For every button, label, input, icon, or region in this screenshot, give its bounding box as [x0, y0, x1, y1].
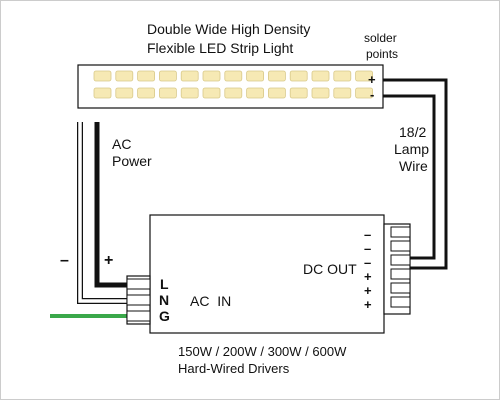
led-chip	[202, 70, 221, 82]
dc-out-label: DC OUT	[303, 261, 357, 277]
solder-label-line1: solder	[364, 31, 397, 45]
led-chip	[115, 87, 134, 99]
led-chip	[224, 87, 243, 99]
solder-label-line2: points	[366, 47, 399, 61]
dc-terminal-sign-5: +	[364, 283, 372, 298]
led-chip	[289, 70, 308, 82]
dc-terminal-slot	[390, 254, 411, 266]
led-chip	[158, 87, 177, 99]
lamp-wire-negative	[383, 94, 436, 260]
driver-label-line1: 150W / 200W / 300W / 600W	[178, 344, 347, 359]
led-chip	[333, 70, 352, 82]
led-chip	[289, 87, 308, 99]
dc-terminal-slot	[390, 226, 411, 238]
ac-power-label-line2: Power	[112, 153, 152, 169]
led-rows	[93, 70, 374, 99]
led-chip	[93, 87, 112, 99]
ac-power-white-wire-fill	[78, 122, 127, 303]
led-chip	[267, 70, 286, 82]
dc-terminal-slot	[390, 282, 411, 294]
strip-minus-sign: -	[370, 87, 375, 102]
led-chip	[311, 87, 330, 99]
strip-plus-sign: +	[368, 72, 376, 87]
led-chip	[93, 70, 112, 82]
ac-power-label-line1: AC	[112, 136, 132, 152]
terminal-label-N: N	[159, 292, 170, 308]
led-chip	[267, 87, 286, 99]
lamp-wire-label-line1: 18/2	[399, 124, 427, 140]
led-chip	[180, 87, 199, 99]
dc-terminal-slot	[390, 240, 411, 252]
lamp-wire-label-line3: Wire	[399, 158, 428, 174]
dc-terminal-sign-2: –	[364, 241, 372, 256]
lamp-wire-label-line2: Lamp	[394, 141, 430, 157]
lamp-wire-positive	[383, 78, 448, 270]
led-chip	[137, 87, 156, 99]
dc-terminal-sign-4: +	[364, 269, 372, 284]
led-chip	[115, 70, 134, 82]
led-chip	[246, 87, 265, 99]
terminal-label-G: G	[159, 308, 170, 324]
dc-terminal-sign-1: –	[364, 227, 372, 242]
ac-terminal-G	[126, 310, 151, 322]
strip-title-line1: Double Wide High Density	[147, 21, 311, 37]
led-chip	[180, 70, 199, 82]
dc-terminal-sign-6: +	[364, 297, 372, 312]
dc-terminal-slot	[390, 296, 411, 308]
terminal-label-L: L	[160, 276, 169, 292]
driver-label-line2: Hard-Wired Drivers	[178, 361, 290, 376]
driver-box	[149, 214, 385, 334]
led-chip	[355, 87, 374, 99]
led-chip	[355, 70, 374, 82]
ac-power-black-wire	[94, 122, 127, 288]
hot-plus-sign: +	[104, 252, 114, 269]
led-chip	[333, 87, 352, 99]
strip-title-line2: Flexible LED Strip Light	[147, 40, 294, 56]
led-chip	[137, 70, 156, 82]
led-chip	[202, 87, 221, 99]
dc-terminal-sign-3: –	[364, 255, 372, 270]
led-chip	[158, 70, 177, 82]
ac-terminal-N	[126, 294, 151, 306]
ac-in-label: AC IN	[190, 293, 232, 309]
neutral-minus-sign: –	[60, 252, 69, 269]
led-chip	[224, 70, 243, 82]
led-chip	[311, 70, 330, 82]
dc-terminals	[390, 226, 411, 308]
led-chip	[246, 70, 265, 82]
ac-terminal-L	[126, 278, 151, 290]
dc-terminal-slot	[390, 268, 411, 280]
